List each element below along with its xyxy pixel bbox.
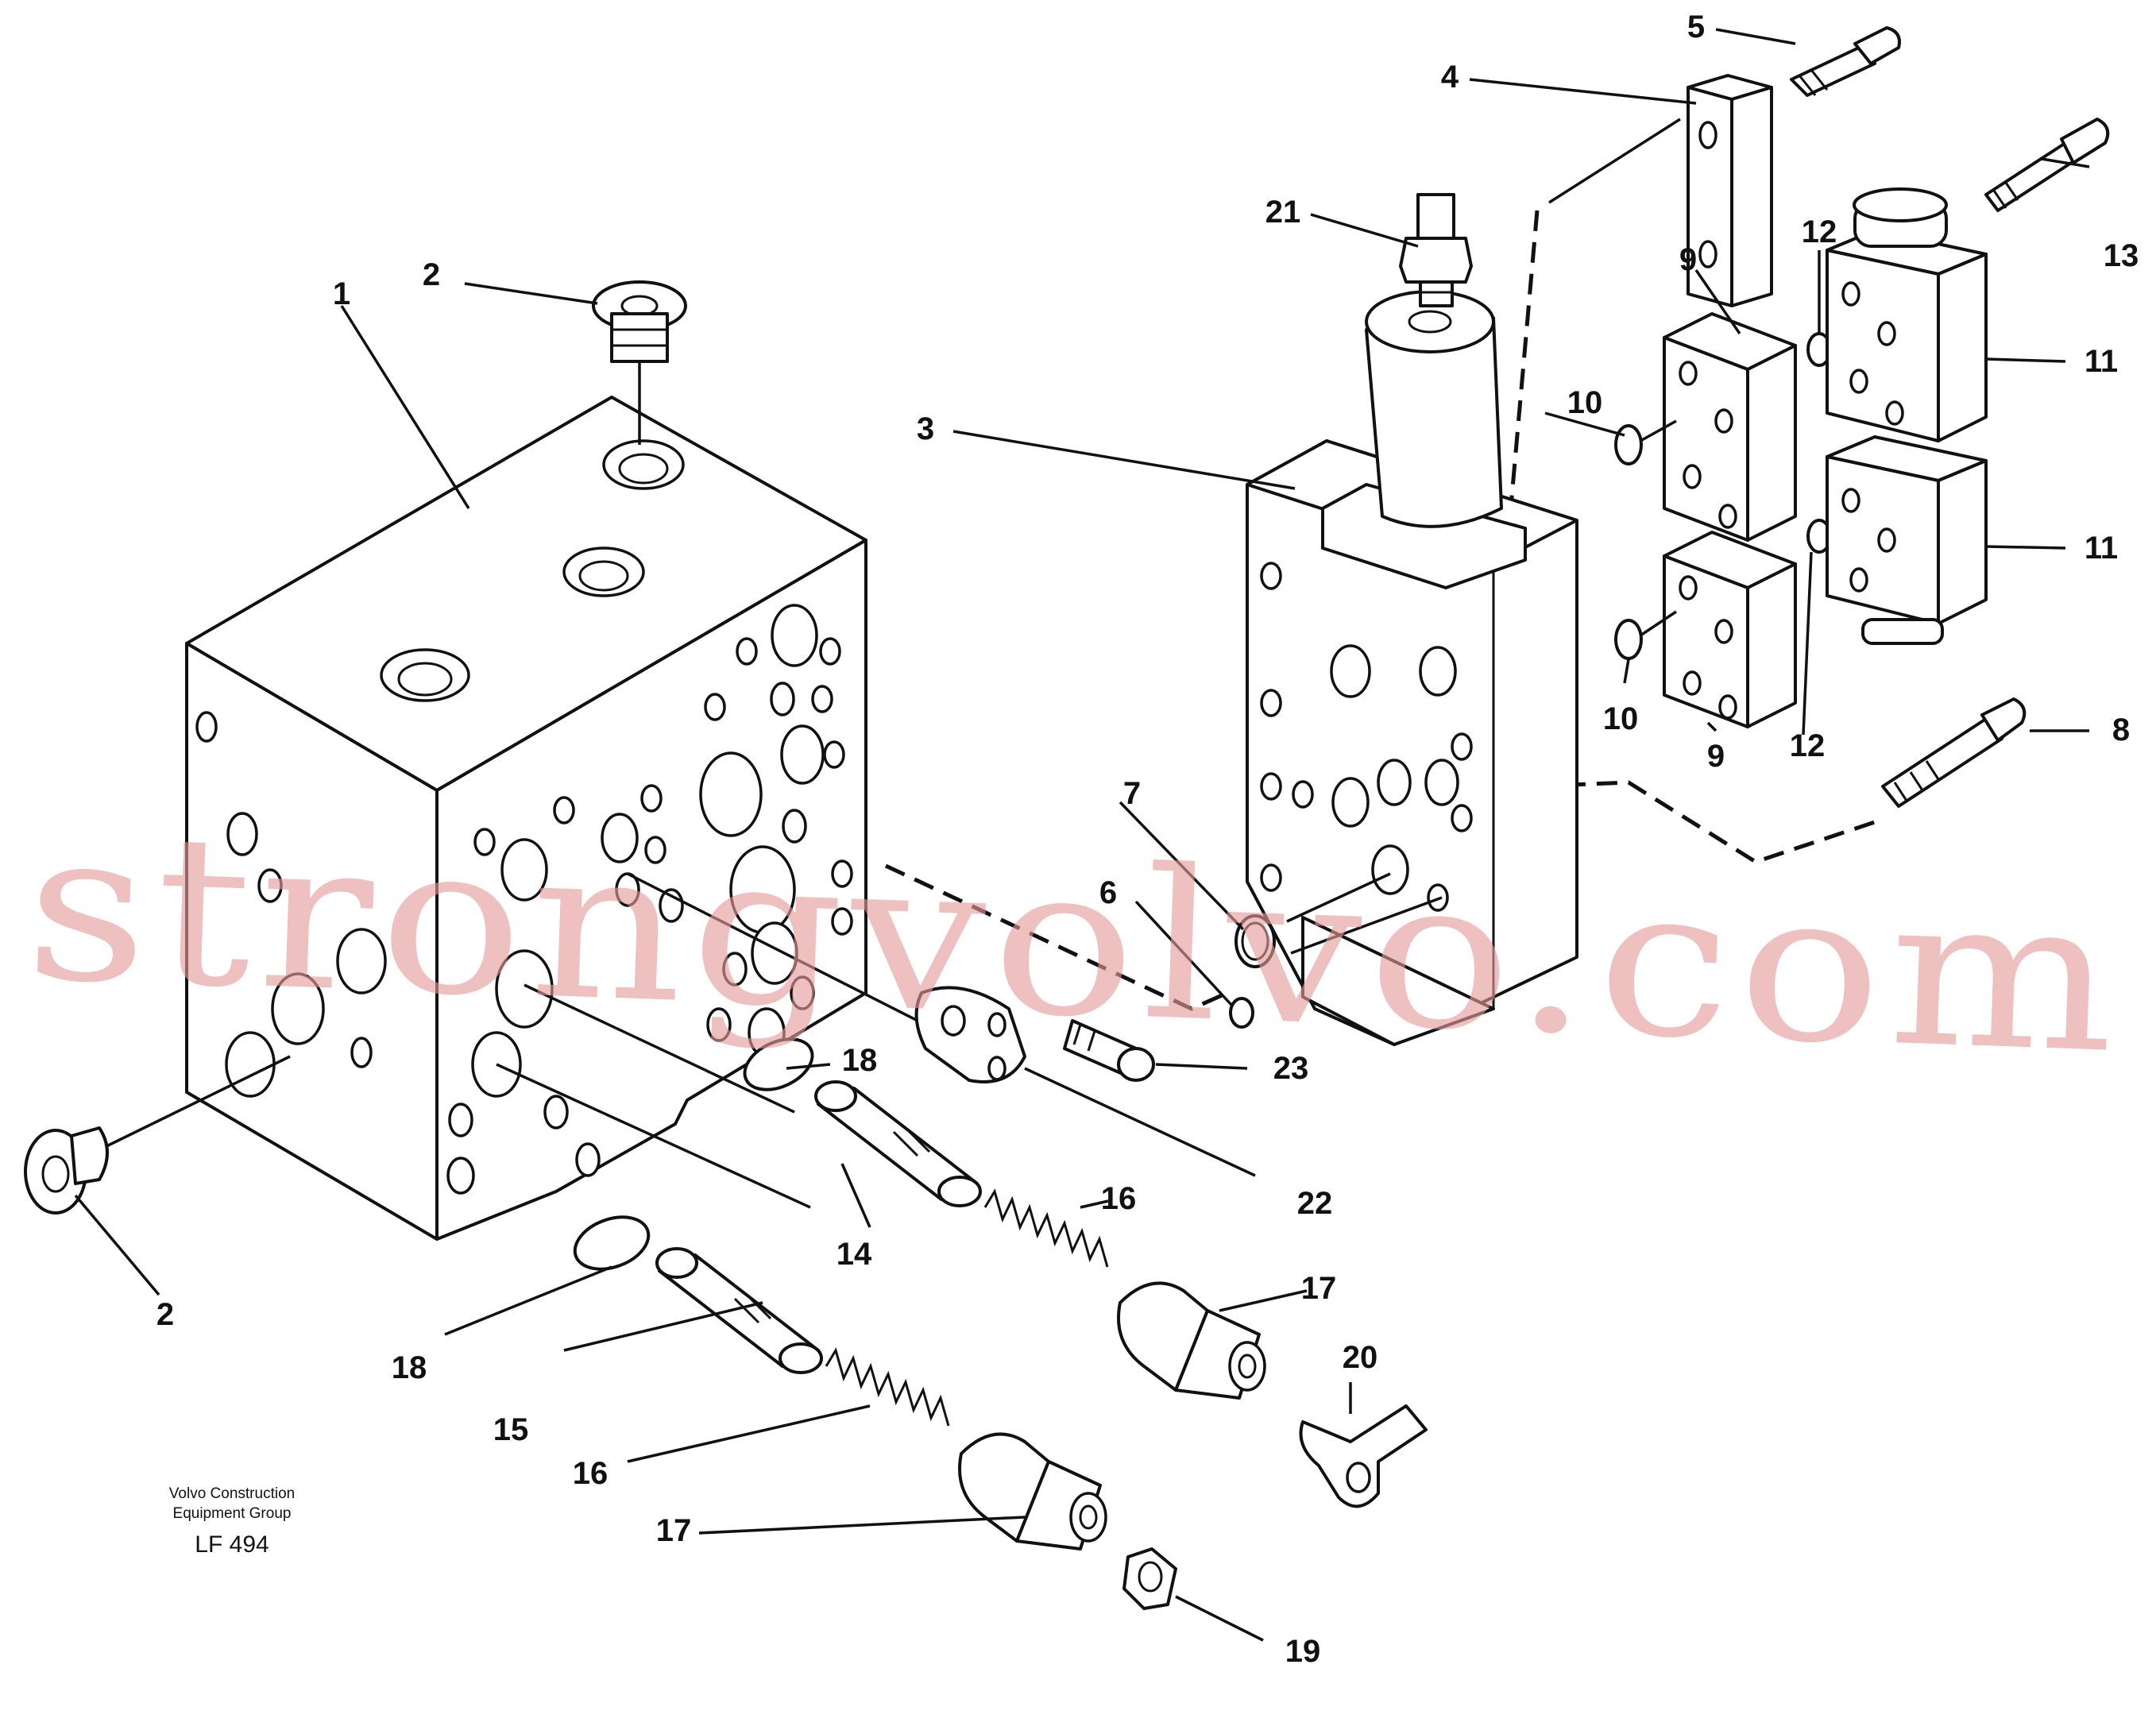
credit-line-2: Equipment Group (172, 1505, 292, 1522)
nut-19 (1122, 1547, 1177, 1610)
adjuster-17-bottom (958, 1432, 1107, 1551)
spool-14 (814, 1080, 982, 1207)
spring-16-top (983, 1188, 1109, 1268)
bolt-5 (1790, 26, 1901, 97)
callout-8: 8 (2112, 713, 2130, 747)
callout-2-top: 2 (423, 257, 440, 292)
callout-21: 21 (1265, 195, 1301, 230)
callout-20: 20 (1343, 1340, 1378, 1375)
credit-block: Volvo Construction Equipment Group LF 49… (137, 1484, 327, 1558)
callout-23: 23 (1273, 1051, 1309, 1086)
callout-1: 1 (333, 276, 350, 311)
callout-15: 15 (493, 1412, 529, 1447)
bolt-8 (1881, 697, 2027, 808)
callout-labels: 1 2 2 3 4 5 6 7 8 9 9 10 10 11 11 12 12 … (156, 10, 2139, 1669)
cap-22 (914, 986, 1026, 1083)
callout-6: 6 (1099, 875, 1117, 910)
o-ring-10-bottom (1614, 610, 1677, 660)
callout-18-bottom: 18 (392, 1350, 427, 1385)
callout-11-bottom: 11 (2085, 531, 2118, 566)
solenoid-coil-11-top (1826, 187, 1988, 442)
callout-12-top: 12 (1802, 214, 1837, 249)
block-top-ports (380, 439, 685, 702)
elbow-20 (1299, 1404, 1428, 1508)
o-ring-7 (1234, 914, 1276, 968)
callout-19: 19 (1285, 1634, 1321, 1669)
screw-23 (1063, 1019, 1155, 1082)
callout-17-top: 17 (1301, 1271, 1337, 1306)
credit-line-1: Volvo Construction (168, 1485, 296, 1502)
callout-5: 5 (1687, 10, 1705, 44)
callout-14: 14 (837, 1237, 872, 1272)
callout-17-bottom: 17 (656, 1513, 692, 1548)
solenoid-base-9-top (1663, 312, 1797, 542)
figure-code: LF 494 (195, 1531, 269, 1558)
o-ring-18-top (743, 1037, 814, 1091)
plug-2-bottom (24, 1126, 109, 1215)
callout-12-bottom: 12 (1790, 728, 1826, 763)
block-left-face-ports (195, 711, 387, 1098)
bracket-4 (1687, 74, 1773, 307)
block-front-face-ports (446, 604, 853, 1195)
adjuster-17-top (1117, 1281, 1266, 1400)
callout-10-bottom: 10 (1603, 701, 1639, 736)
callout-2-bottom: 2 (156, 1297, 174, 1332)
callout-16-top: 16 (1101, 1181, 1137, 1216)
callout-9-top: 9 (1679, 242, 1697, 277)
spring-16-bottom (825, 1347, 950, 1427)
callout-leaders (74, 28, 2090, 1642)
seal-6 (1229, 997, 1254, 1029)
callout-18-top: 18 (842, 1043, 878, 1078)
callout-16-bottom: 16 (573, 1456, 609, 1491)
bolt-13 (1984, 118, 2110, 212)
valve-body-3 (1246, 290, 1578, 1046)
valve-body-ports (1260, 562, 1473, 912)
plug-2-top (592, 280, 687, 445)
callout-4: 4 (1441, 60, 1459, 95)
spool-15 (655, 1247, 823, 1374)
o-ring-18-bottom (573, 1215, 651, 1271)
valve-block-1 (102, 396, 926, 1241)
callout-11-top: 11 (2085, 344, 2118, 379)
solenoid-coil-11-bottom (1826, 435, 1988, 645)
fitting-21 (1399, 193, 1473, 307)
callout-13: 13 (2104, 238, 2139, 273)
callout-10-top: 10 (1567, 385, 1603, 420)
callout-3: 3 (917, 411, 934, 446)
solenoid-base-9-bottom (1663, 531, 1797, 728)
callout-9-bottom: 9 (1707, 739, 1725, 774)
callout-22: 22 (1297, 1186, 1333, 1221)
callout-7: 7 (1123, 776, 1141, 811)
